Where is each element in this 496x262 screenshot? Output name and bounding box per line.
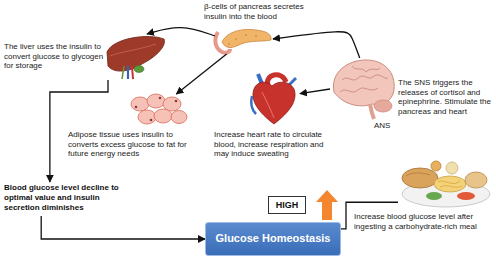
heart-illustration	[251, 74, 296, 124]
pancreas-illustration	[215, 29, 271, 52]
caption: The SNS triggers the releases of cortiso…	[398, 78, 492, 116]
caption: β-cells of pancreas secretes insulin int…	[204, 2, 318, 21]
rise-arrow	[316, 190, 338, 220]
connector-arrow	[41, 216, 205, 239]
meal-figure: Increase blood glucose level after inges…	[398, 158, 490, 208]
connector-arrow	[300, 89, 330, 94]
brain-figure: ANSThe SNS triggers the releases of cort…	[330, 58, 396, 120]
meal-illustration	[402, 161, 490, 207]
heart-figure: Increase heart rate to circulate blood, …	[248, 72, 300, 126]
adipose-illustration	[131, 94, 187, 124]
level-box: HIGH	[268, 196, 306, 214]
outcome-label: Blood glucose level decline to optimal v…	[4, 182, 128, 214]
liver-figure: The liver uses the insulin to convert gl…	[105, 34, 165, 80]
system-label: ANS	[374, 121, 390, 131]
connector-arrow	[147, 28, 215, 36]
box-label: Glucose Homeostasis	[216, 232, 331, 245]
liver-illustration	[107, 37, 164, 79]
caption: Increase blood glucose level after inges…	[354, 212, 490, 231]
outcome-text: Blood glucose level decline to optimal v…	[4, 182, 128, 216]
caption: Adipose tissue uses insulin to converts …	[68, 130, 190, 159]
box-label: HIGH	[276, 200, 299, 211]
connector-arrow	[176, 54, 226, 94]
caption: The liver uses the insulin to convert gl…	[4, 42, 104, 71]
adipose-figure: Adipose tissue uses insulin to converts …	[130, 94, 188, 126]
brain-illustration	[333, 60, 394, 119]
pancreas-figure: β-cells of pancreas secretes insulin int…	[215, 24, 273, 54]
caption: Increase heart rate to circulate blood, …	[214, 130, 336, 159]
connector-arrow	[273, 32, 360, 58]
process-box: Glucose Homeostasis	[205, 222, 341, 256]
